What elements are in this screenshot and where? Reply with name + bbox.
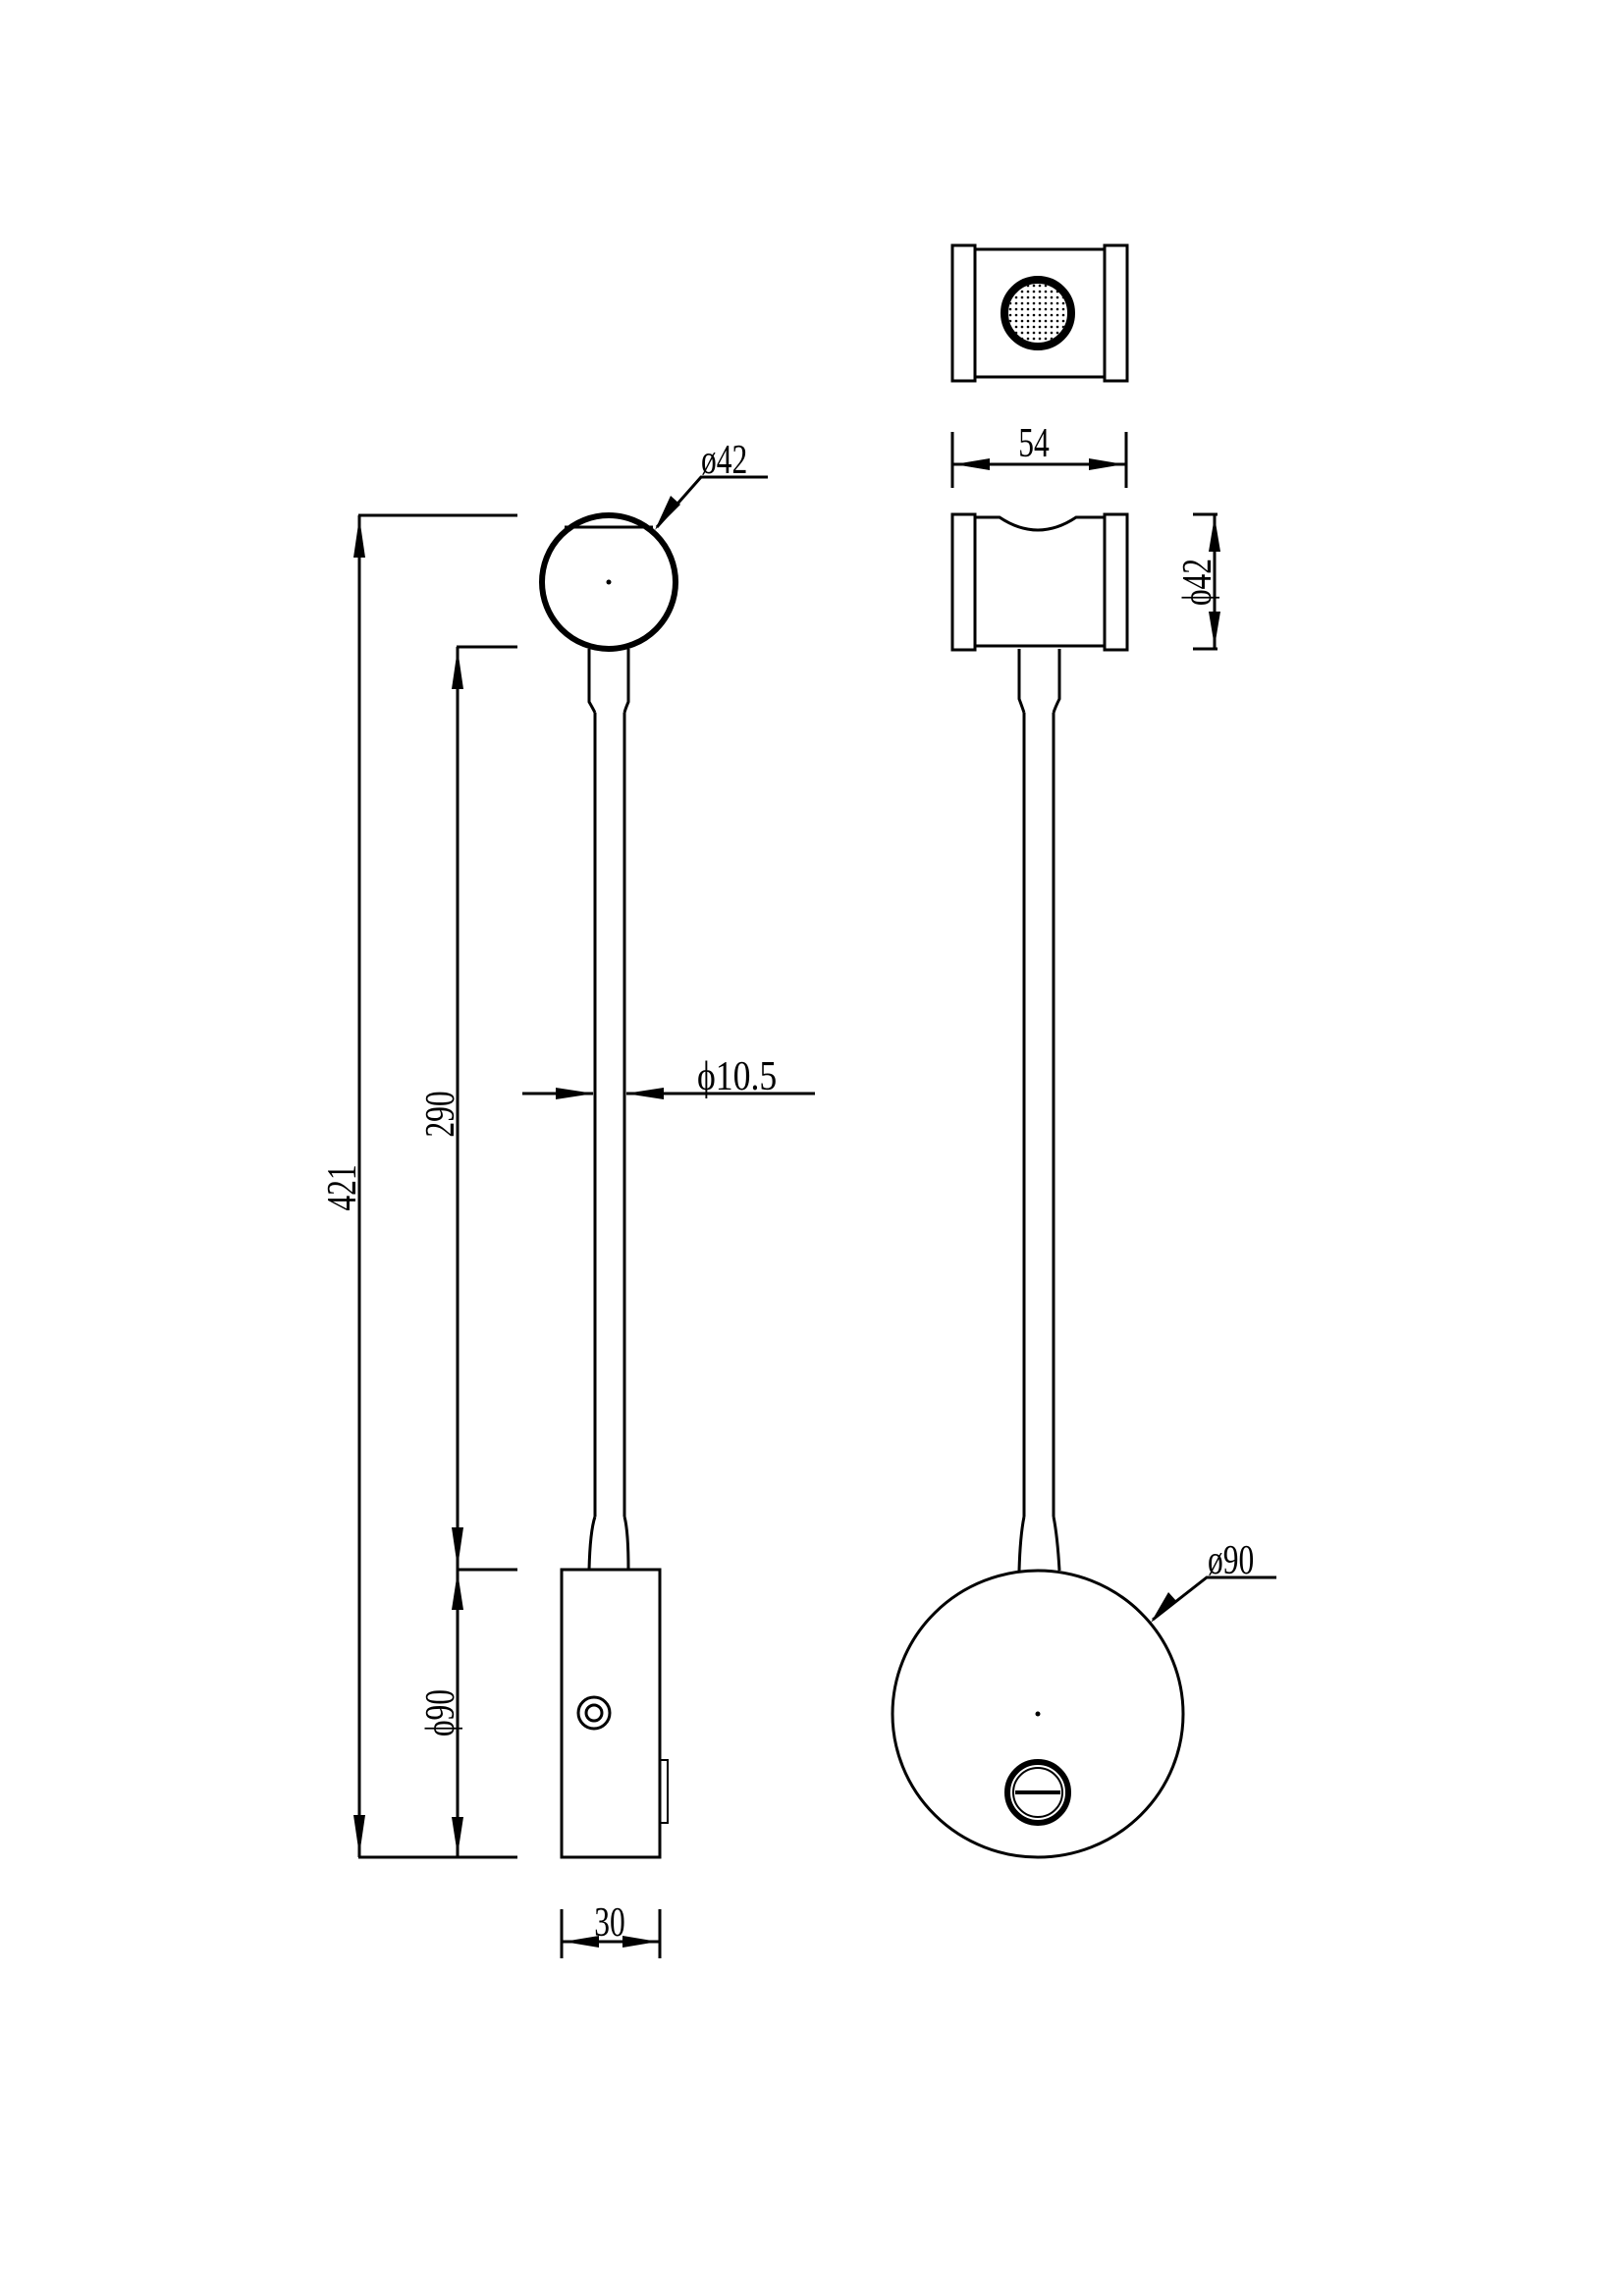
- head-front-view: [950, 512, 1129, 652]
- arrowhead: [1209, 516, 1220, 552]
- lens-ring: [1001, 276, 1075, 350]
- arrowhead: [625, 1088, 664, 1099]
- rocker-switch-side: [659, 1759, 669, 1824]
- dimension-label-head-width: 54: [1018, 421, 1049, 466]
- led-lens: [1008, 284, 1067, 343]
- head-center-mark: [606, 579, 612, 585]
- dimension-label-421: 421: [320, 1164, 365, 1210]
- arrowhead: [954, 458, 990, 470]
- arrowhead: [353, 1815, 365, 1855]
- front-view: 54 ϕ42 ø90: [891, 243, 1276, 1859]
- arm-sleeve-top: [1017, 649, 1061, 714]
- arrowhead: [452, 649, 463, 689]
- head-notch: [975, 515, 1105, 532]
- dimension-label-head-diameter: ø42: [701, 438, 747, 483]
- arrowhead: [655, 496, 680, 530]
- touch-button-outer: [576, 1695, 612, 1731]
- end-cap: [950, 512, 977, 652]
- end-cap: [950, 243, 977, 383]
- arrowhead: [1209, 612, 1220, 647]
- dimension-label-290: 290: [418, 1091, 463, 1137]
- wall-base-front: [891, 1569, 1185, 1859]
- head-top-view: [950, 243, 1129, 383]
- arrowhead: [564, 1936, 599, 1948]
- dimension-label-base-depth: 30: [594, 1900, 624, 1946]
- end-cap: [1103, 243, 1129, 383]
- dimension-label-head-height: ϕ42: [1175, 559, 1220, 606]
- arm-sleeve-top: [587, 649, 630, 714]
- end-cap: [1103, 512, 1129, 652]
- dimension-label-arm-diameter: ϕ10.5: [697, 1053, 777, 1098]
- arrowhead: [1089, 458, 1124, 470]
- arrowhead: [452, 1572, 463, 1610]
- arrowhead: [622, 1936, 658, 1948]
- arm-sleeve-bottom: [587, 1516, 630, 1571]
- wall-base-side: [560, 1568, 662, 1859]
- arm-sleeve-bottom: [1017, 1516, 1061, 1572]
- arrowhead: [556, 1088, 594, 1099]
- dimension-label-base-front-diameter: ø90: [1208, 1538, 1254, 1583]
- flexible-arm: [1022, 713, 1055, 1517]
- rocker-switch: [1004, 1759, 1071, 1826]
- arrowhead: [452, 1527, 463, 1568]
- rocker-switch-inner: [1012, 1767, 1063, 1818]
- arrowhead: [452, 1817, 463, 1855]
- dimension-label-base-diameter: ϕ90: [418, 1689, 463, 1736]
- lamp-head-side: [539, 512, 678, 652]
- arrowhead: [1151, 1592, 1177, 1623]
- base-center-mark: [1035, 1711, 1041, 1717]
- arrowhead: [353, 517, 365, 558]
- touch-button-inner: [584, 1703, 604, 1723]
- flexible-arm: [593, 713, 626, 1517]
- side-view: 421 290 ϕ90 ϕ10.5 ø42 30: [320, 438, 815, 1958]
